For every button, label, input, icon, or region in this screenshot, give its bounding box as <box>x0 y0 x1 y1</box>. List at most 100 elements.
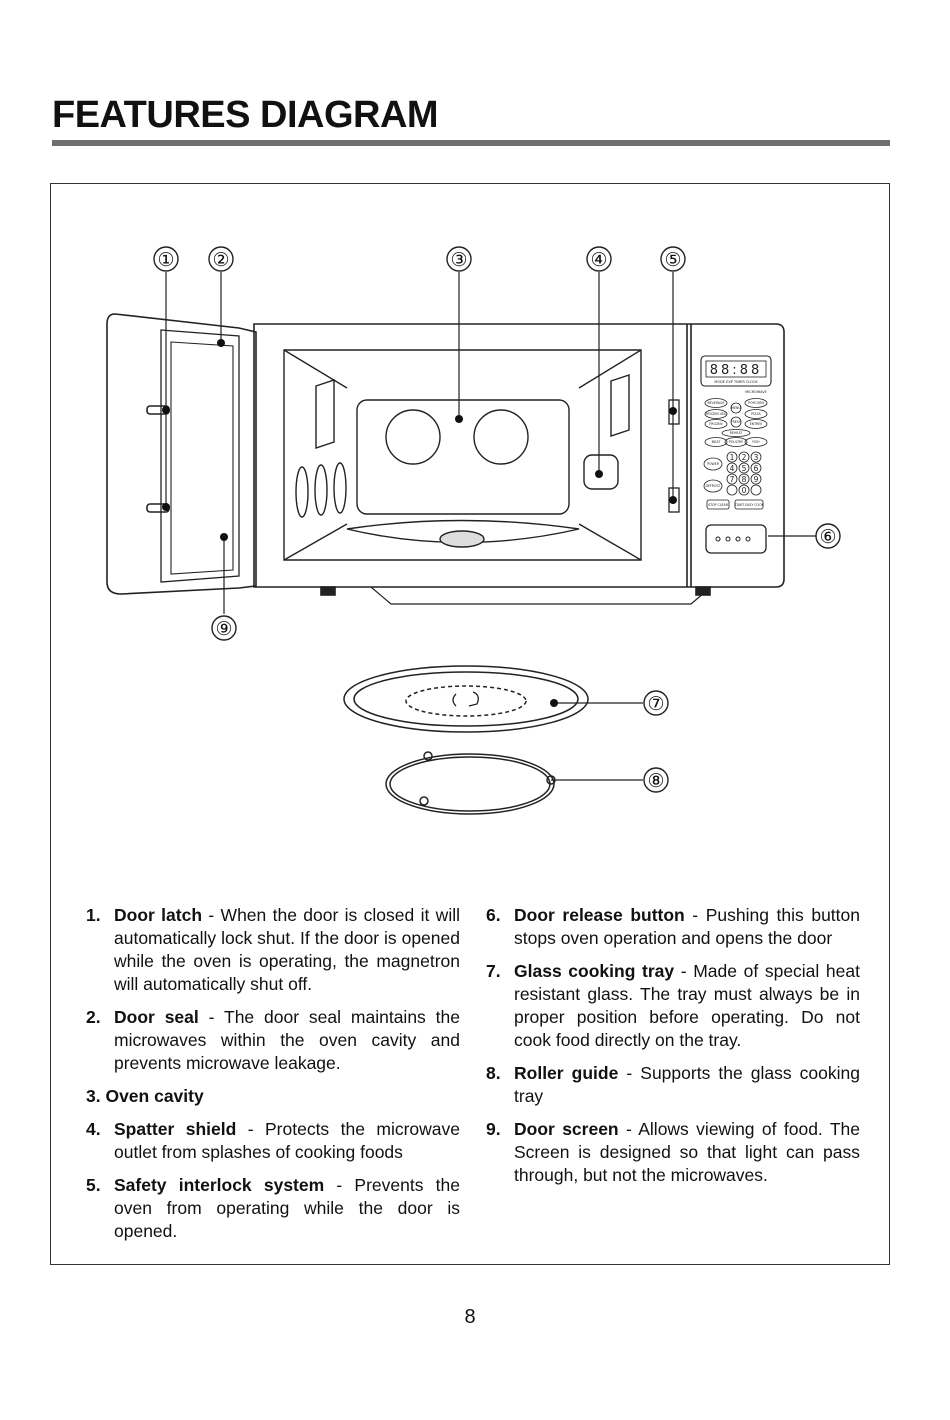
feature-term: Door latch <box>114 905 203 925</box>
key-2: 2 <box>742 453 747 462</box>
feature-item: 2. Door seal - The door seal maintains t… <box>86 1006 460 1075</box>
key-8: 8 <box>742 475 747 484</box>
feature-item: 6. Door release button - Pushing this bu… <box>486 904 860 950</box>
panel-model-label: MICROWAVE <box>745 390 767 394</box>
feature-text: Roller guide - Supports the glass cookin… <box>514 1062 860 1108</box>
callout-7: ⑦ <box>643 690 669 716</box>
feature-number: 9. <box>486 1119 501 1139</box>
btn-reheat: REHEAT <box>730 431 743 435</box>
callout-6: ⑥ <box>815 523 841 549</box>
btn-frozen-veg: FROZEN VEG <box>706 412 727 416</box>
callout-2: ② <box>208 246 234 272</box>
feature-term: Spatter shield <box>114 1119 237 1139</box>
btn-entree: ENTREE <box>750 422 763 426</box>
glass-tray <box>343 665 589 733</box>
btn-pizza: PIZZA <box>751 412 761 416</box>
feature-desc: - Pushing this button stops oven operati… <box>514 905 860 948</box>
features-list-left: 1. Door latch - When the door is closed … <box>86 904 460 1253</box>
feature-text: Door screen - Allows viewing of food. Th… <box>514 1118 860 1187</box>
feature-term: Roller guide <box>514 1063 619 1083</box>
feature-desc: - Supports the glass cooking tray <box>514 1063 860 1106</box>
callout-8: ⑧ <box>643 767 669 793</box>
feature-desc: - Prevents the oven from operating while… <box>114 1175 460 1241</box>
btn-fish: FISH <box>752 440 760 444</box>
key-4: 4 <box>730 464 735 473</box>
door-release-button <box>705 524 767 554</box>
feature-item: 9. Door screen - Allows viewing of food.… <box>486 1118 860 1187</box>
feature-term: Door screen <box>514 1119 619 1139</box>
feature-number: 8. <box>486 1063 501 1083</box>
feature-text: Glass cooking tray - Made of special hea… <box>514 960 860 1052</box>
btn-poultry: POULTRY <box>729 440 743 444</box>
feature-text: Door release button - Pushing this butto… <box>514 904 860 950</box>
btn-power: POWER <box>707 462 720 466</box>
feature-term: Glass cooking tray <box>514 961 675 981</box>
key-9: 9 <box>754 475 759 484</box>
feature-number: 4. <box>86 1119 101 1139</box>
feature-text: Door seal - The door seal maintains the … <box>114 1006 460 1075</box>
key-6: 6 <box>754 464 759 473</box>
feature-number: 6. <box>486 905 501 925</box>
btn-start: START EASY COOK <box>734 503 764 507</box>
btn-frozen: FROZEN <box>709 422 723 426</box>
feature-desc: - Allows viewing of food. The Screen is … <box>514 1119 861 1185</box>
svg-text:⑦: ⑦ <box>647 693 664 715</box>
feature-term: Door seal <box>114 1007 199 1027</box>
svg-text:④: ④ <box>590 249 607 271</box>
btn-meat: MEAT <box>712 440 721 444</box>
title-rule <box>52 140 890 146</box>
feature-desc: - When the door is closed it will automa… <box>114 905 460 994</box>
content-frame <box>50 183 890 1265</box>
feature-text: Safety interlock system - Prevents the o… <box>114 1174 460 1243</box>
key-0: 0 <box>742 486 747 495</box>
callout-9: ⑨ <box>211 615 237 641</box>
feature-number: 5. <box>86 1175 101 1195</box>
callout-1: ① <box>153 246 179 272</box>
svg-text:②: ② <box>212 249 229 271</box>
feature-desc: - Protects the microwave outlet from spl… <box>114 1119 460 1162</box>
feature-item: 7. Glass cooking tray - Made of special … <box>486 960 860 1052</box>
feature-desc: - Made of special heat resistant glass. … <box>514 961 860 1050</box>
svg-text:①: ① <box>157 249 174 271</box>
callout-3: ③ <box>446 246 472 272</box>
btn-menu: MENU <box>731 406 741 410</box>
callout-leaders <box>162 272 816 781</box>
microwave-diagram: 88:88 MODE EXP TIMER CLOCK MICROWAVE 1 2… <box>106 246 841 815</box>
btn-defrost: DEFROST <box>706 484 721 488</box>
btn-fresh: FRESH <box>731 420 742 424</box>
svg-text:③: ③ <box>450 249 467 271</box>
feature-term: Door release button <box>514 905 685 925</box>
callouts: ① ② ③ ④ ⑤ ⑥ ⑦ ⑧ ⑨ <box>153 246 841 793</box>
feature-text: Spatter shield - Protects the microwave … <box>114 1118 460 1164</box>
svg-text:⑧: ⑧ <box>647 770 664 792</box>
key-5: 5 <box>742 464 747 473</box>
feature-item: 4. Spatter shield - Protects the microwa… <box>86 1118 460 1164</box>
feature-term: Safety interlock system <box>114 1175 325 1195</box>
callout-5: ⑤ <box>660 246 686 272</box>
roller-guide <box>385 751 556 815</box>
panel-display: 88:88 <box>710 363 762 378</box>
control-panel: 88:88 MODE EXP TIMER CLOCK MICROWAVE 1 2… <box>700 355 772 554</box>
feature-item-oven-cavity: 3. Oven cavity <box>86 1086 204 1106</box>
feature-item: 8. Roller guide - Supports the glass coo… <box>486 1062 860 1108</box>
panel-display-caption: MODE EXP TIMER CLOCK <box>714 380 758 384</box>
feature-text: Door latch - When the door is closed it … <box>114 904 460 996</box>
svg-text:⑨: ⑨ <box>215 618 232 640</box>
feature-item: 1. Door latch - When the door is closed … <box>86 904 460 996</box>
key-1: 1 <box>730 453 735 462</box>
feature-number: 1. <box>86 905 101 925</box>
svg-text:⑤: ⑤ <box>664 249 681 271</box>
oven-body <box>253 323 785 605</box>
key-7: 7 <box>730 475 735 484</box>
page-title: FEATURES DIAGRAM <box>52 94 439 136</box>
feature-number: 2. <box>86 1007 101 1027</box>
btn-popcorn: POPCORN <box>748 401 764 405</box>
btn-beverage: BEVERAGE <box>707 401 724 405</box>
feature-desc: - The door seal maintains the microwaves… <box>114 1007 460 1073</box>
btn-stop-clear: STOP CLEAR <box>708 503 729 507</box>
oven-door <box>106 313 257 595</box>
key-3: 3 <box>754 453 759 462</box>
page-number: 8 <box>464 1306 476 1328</box>
svg-text:⑥: ⑥ <box>819 526 836 548</box>
callout-4: ④ <box>586 246 612 272</box>
